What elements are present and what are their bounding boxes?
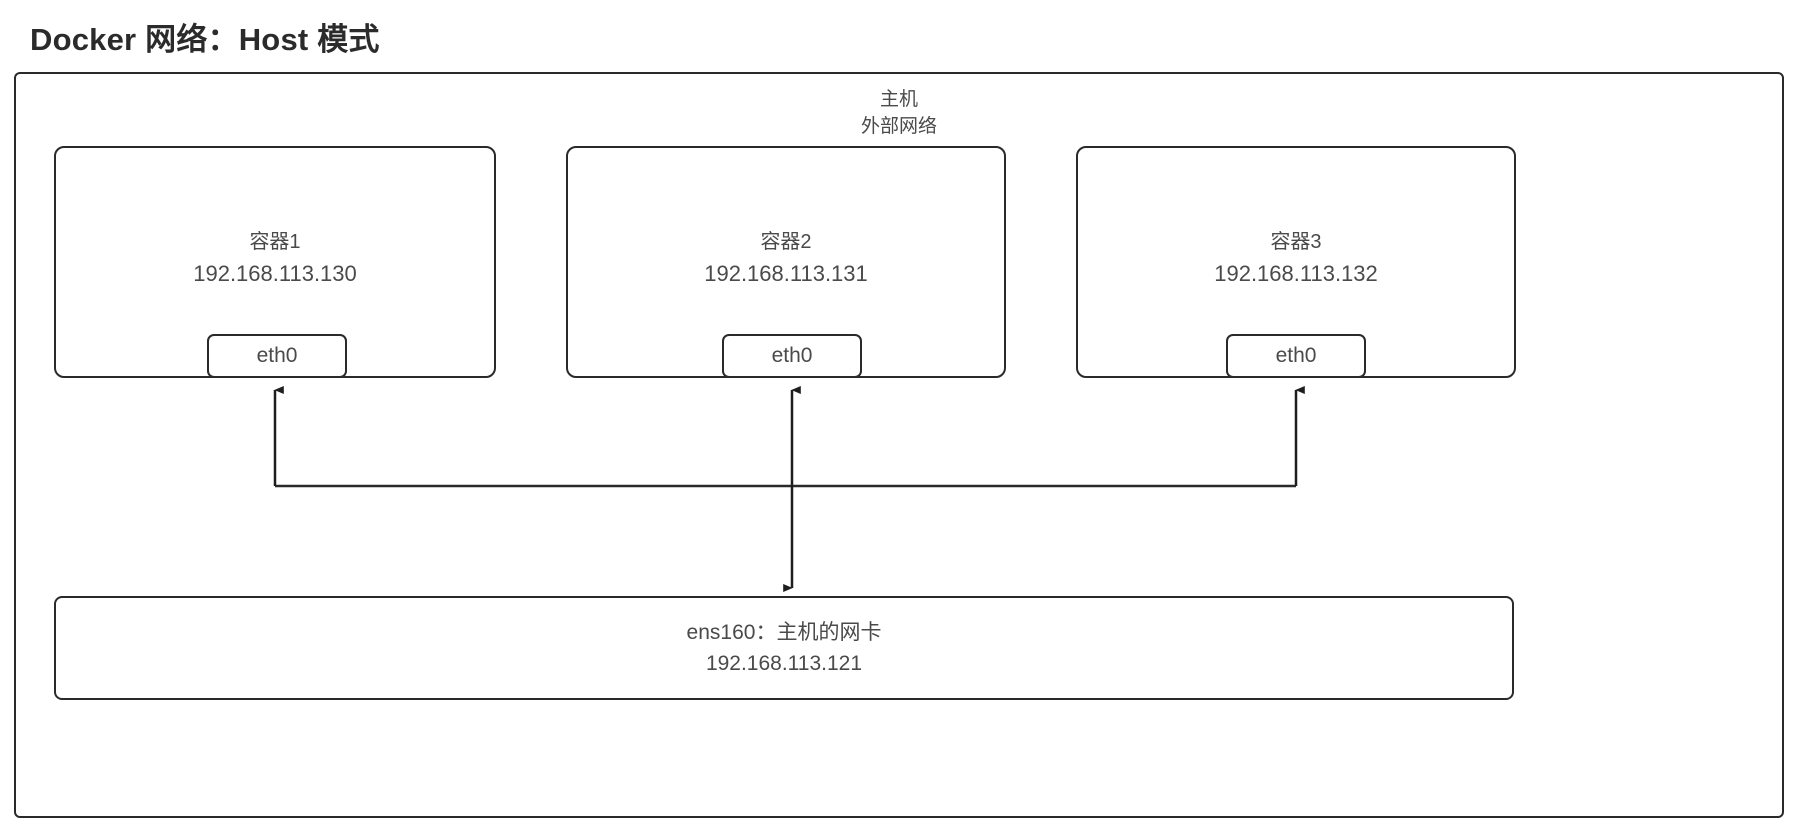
- container-2-eth0[interactable]: eth0: [722, 334, 862, 378]
- container-2-label: 容器2 192.168.113.131: [568, 226, 1004, 290]
- container-1-name: 容器1: [249, 231, 301, 253]
- host-label-line1: 主机: [879, 89, 918, 110]
- container-3-name: 容器3: [1270, 231, 1322, 253]
- container-1-eth0[interactable]: eth0: [207, 334, 347, 378]
- container-2-ip: 192.168.113.131: [704, 261, 868, 286]
- container-3-eth0[interactable]: eth0: [1226, 334, 1366, 378]
- container-1-label: 容器1 192.168.113.130: [56, 226, 494, 290]
- container-box-1[interactable]: 容器1 192.168.113.130: [54, 146, 496, 378]
- host-label-line2: 外部网络: [860, 116, 937, 137]
- container-3-label: 容器3 192.168.113.132: [1078, 226, 1514, 290]
- container-2-eth0-label: eth0: [771, 344, 813, 367]
- container-2-name: 容器2: [760, 231, 812, 253]
- host-nic-label: ens160：主机的网卡: [686, 621, 882, 644]
- container-3-eth0-label: eth0: [1275, 344, 1317, 367]
- container-1-ip: 192.168.113.130: [193, 261, 357, 286]
- host-nic-ip: 192.168.113.121: [705, 652, 863, 675]
- container-1-eth0-label: eth0: [256, 344, 298, 367]
- page-title: Docker 网络：Host 模式: [30, 22, 380, 57]
- host-label: 主机 外部网络: [16, 86, 1782, 140]
- container-box-2[interactable]: 容器2 192.168.113.131: [566, 146, 1006, 378]
- container-3-ip: 192.168.113.132: [1214, 261, 1378, 286]
- host-nic-box[interactable]: ens160：主机的网卡 192.168.113.121: [54, 596, 1514, 700]
